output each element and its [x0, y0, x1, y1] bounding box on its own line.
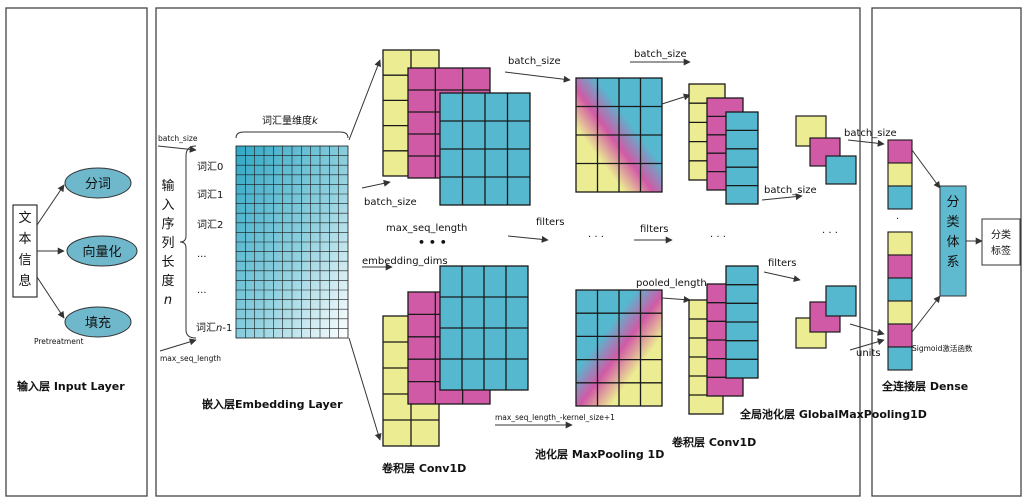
sigmoid-label: Sigmoid激活函数 — [912, 343, 973, 353]
source-text-label: 文本信息 — [18, 211, 31, 289]
conv2-bot-cyan — [725, 265, 759, 379]
pretreatment-label: Pretreatment — [34, 337, 84, 346]
pool-top-grid — [575, 77, 663, 193]
vocab-dim-brace — [235, 131, 349, 139]
conv2-top-cyan-bg — [725, 111, 759, 205]
dense-cell-top — [887, 185, 913, 210]
row-label-last: 词汇n-1 — [196, 321, 232, 334]
vectorize-label: 向量化 — [82, 244, 121, 260]
dense-cell-bottom — [887, 254, 913, 279]
classifier-label: 分类体系 — [946, 195, 959, 270]
pool-filters-in-label: filters — [536, 217, 564, 228]
dense-title: 全连接层 Dense — [881, 379, 968, 393]
dense-cell-bottom — [887, 323, 913, 348]
pooling-layer — [575, 77, 663, 407]
conv1-bot-cyan — [439, 265, 529, 391]
conv1-batch-size-top-label: batch_size — [508, 56, 561, 67]
dense-cell-bottom — [887, 346, 913, 371]
embedding-matrix-grid — [235, 145, 349, 339]
padding-label: 填充 — [85, 315, 111, 331]
conv2-pooled-length-label: pooled_length — [636, 278, 707, 289]
row-label: 词汇0 — [197, 160, 223, 173]
pool-dots: · · · — [588, 232, 604, 243]
pool-filters-out-label: filters — [640, 224, 668, 235]
global-pooling-layer — [795, 115, 857, 349]
dense-cell-top — [887, 139, 913, 164]
dense-frame — [871, 7, 1022, 497]
input-layer-frame — [5, 7, 148, 497]
conv1-dots: • • • — [418, 236, 447, 249]
output-box — [981, 218, 1021, 266]
conv1-embedding-dims-label: embedding_dims — [362, 256, 448, 267]
dense-cell-bottom — [887, 231, 913, 256]
conv1-title: 卷积层 Conv1D — [381, 461, 466, 475]
input-layer: 文本信息 分词 向量化 填充 Pretreatment 输入层 Input La… — [12, 167, 138, 393]
conv-layer-1 — [382, 49, 531, 447]
dense-cell-top — [887, 162, 913, 187]
gpool-dots: · · · — [822, 228, 838, 239]
gpool-title: 全局池化层 GlobalMaxPooling1D — [739, 407, 927, 421]
conv1-max-seq-length-label: max_seq_length — [386, 223, 467, 234]
dense-layer — [887, 139, 913, 371]
tokenize-label: 分词 — [85, 177, 111, 192]
conv2-batch-size-label: batch_size — [764, 185, 817, 196]
gpool-batch-size-label: batch_size — [844, 128, 897, 139]
conv2-title: 卷积层 Conv1D — [671, 435, 756, 449]
vectorize-node — [66, 235, 138, 267]
seq-length-brace — [179, 145, 197, 339]
dense-units-label: units — [856, 348, 881, 359]
input-layer-title: 输入层 Input Layer — [17, 379, 125, 393]
row-label: ··· — [197, 252, 207, 263]
gpool-bot-cyan — [825, 285, 857, 317]
dense-cell-bottom — [887, 277, 913, 302]
padding-node — [64, 306, 132, 338]
dense-dots-top: · — [896, 214, 899, 225]
input-max-seq-length-label: max_seq_length — [160, 354, 221, 363]
pool-kernel-label: max_seq_length_-kernel_size+1 — [495, 413, 615, 422]
conv2-filters-label: filters — [768, 258, 796, 269]
gpool-top-cyan — [825, 155, 857, 185]
conv2-dots: · · · — [710, 232, 726, 243]
conv1-batch-size-label: batch_size — [364, 197, 417, 208]
embedding-layer-title: 嵌入层Embedding Layer — [202, 397, 343, 411]
row-labels: 词汇0 词汇1 词汇2 ··· ··· 词汇n-1 — [196, 160, 232, 334]
pool-bot-grid — [575, 289, 663, 407]
input-batch-size-label: batch_size — [158, 134, 198, 143]
classifier-box — [939, 185, 967, 297]
conv-block-frame — [155, 7, 861, 497]
row-label: 词汇2 — [197, 218, 223, 231]
tokenize-node — [64, 167, 132, 199]
row-label: 词汇1 — [197, 188, 223, 201]
output-label: 分类标签 — [991, 228, 1011, 257]
row-label: ··· — [197, 288, 207, 299]
pool-title: 池化层 MaxPooling 1D — [535, 447, 664, 461]
source-text-box — [12, 204, 38, 298]
conv1-top-cyan — [439, 92, 531, 206]
conv-layer-2 — [688, 83, 759, 415]
vocab-dim-label: 词汇量维度k — [262, 114, 319, 127]
pool-batch-size-label: batch_size — [634, 49, 687, 60]
conv2-top-cyan — [725, 111, 759, 205]
dense-cell-bottom — [887, 300, 913, 325]
